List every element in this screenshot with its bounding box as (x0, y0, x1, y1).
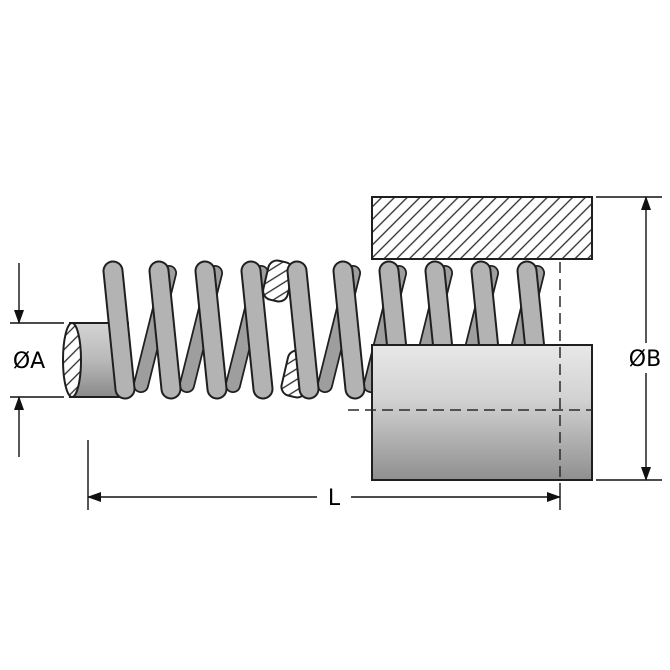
dim-b-label-mask (621, 343, 670, 373)
dim-a: ØA (10, 263, 64, 457)
housing-body (371, 344, 593, 481)
dim-b-label: ØB (629, 347, 661, 372)
dim-l: L (87, 440, 561, 511)
dim-a-label: ØA (13, 349, 45, 374)
retainer-housing (371, 196, 593, 481)
housing-section-hatch (371, 196, 593, 260)
arbor-end-face (62, 322, 82, 398)
hidden-bore-lines (348, 262, 592, 480)
dim-l-label: L (328, 486, 341, 511)
dim-l-label-mask (317, 482, 351, 510)
dim-b: ØB (596, 196, 670, 481)
